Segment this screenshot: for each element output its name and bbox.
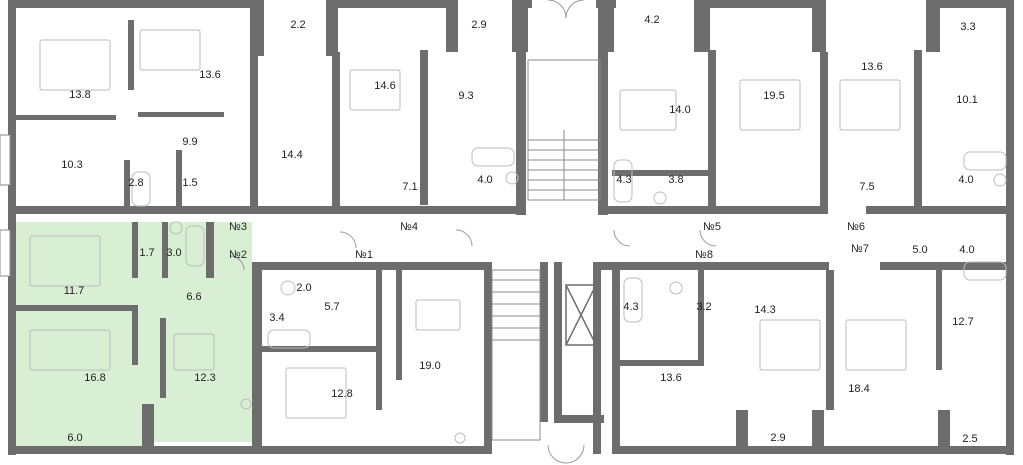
room-area-label: 9.3 [458,90,473,102]
room-area-label: 12.8 [331,388,352,400]
room-area-label: 4.2 [644,14,659,26]
room-area-label: 9.9 [182,136,197,148]
room-area-label: 19.5 [763,90,784,102]
fixtures [29,29,1007,444]
door-swings [229,0,717,464]
room-area-label: 7.1 [402,181,417,193]
room-area-label: 14.4 [281,149,302,161]
room-area-label: 3.3 [960,21,975,33]
room-area-label: 16.8 [84,372,105,384]
room-area-label: 19.0 [419,360,440,372]
room-area-labels: 13.8 13.6 9.9 10.3 2.8 1.5 2.2 14.4 14.6 7.1 2.9 9.… [61,14,977,445]
room-area-label: 13.6 [861,61,882,73]
room-area-label: 4.0 [477,174,492,186]
room-area-label: 4.0 [958,174,973,186]
room-area-label: 13.6 [199,69,220,81]
elevator-shaft [565,284,597,346]
staircase-upper [527,59,601,201]
room-area-label: 18.4 [848,383,869,395]
apartment-number-label: №1 [355,249,373,261]
walls [0,0,1014,455]
room-area-label: 4.0 [959,244,974,256]
staircase-lower [491,269,541,441]
room-area-label: 4.3 [616,174,631,186]
room-area-label: 14.0 [669,104,690,116]
room-area-label: 12.7 [952,316,973,328]
room-area-label: 3.4 [269,312,284,324]
room-area-label: 4.3 [623,301,638,313]
room-area-label: 1.5 [182,177,197,189]
room-area-label: 7.5 [859,181,874,193]
room-area-label: 6.6 [186,291,201,303]
room-area-label: 2.9 [770,432,785,444]
room-area-label: 5.7 [324,301,339,313]
room-area-label: 1.7 [139,247,154,259]
apartment-number-label: №2 [229,249,247,261]
room-area-label: 12.3 [194,372,215,384]
room-area-label: 10.1 [956,94,977,106]
room-area-label: 10.3 [61,159,82,171]
apartment-labels: №1 №2 №3 №4 №5 №6 №7 №8 [229,221,869,261]
room-area-label: 2.0 [296,282,311,294]
apartment-number-label: №4 [400,221,418,233]
room-area-label: 11.7 [64,285,85,297]
apartment-number-label: №3 [229,221,247,233]
room-area-label: 3.8 [668,174,683,186]
room-area-label: 13.8 [69,89,90,101]
room-area-label: 2.8 [128,177,143,189]
room-area-label: 2.2 [290,19,305,31]
room-area-label: 2.9 [471,19,486,31]
apartment-number-label: №8 [695,249,713,261]
room-area-label: 14.6 [374,80,395,92]
apartment-number-label: №5 [703,221,721,233]
apartment-number-label: №6 [847,221,865,233]
room-area-label: 14.3 [754,304,775,316]
room-area-label: 2.5 [962,433,977,445]
room-area-label: 6.0 [67,432,82,444]
room-area-label: 5.0 [912,244,927,256]
apartment-number-label: №7 [851,243,869,255]
room-area-label: 3.0 [166,247,181,259]
room-area-label: 13.6 [660,372,681,384]
room-area-label: 3.2 [696,301,711,313]
